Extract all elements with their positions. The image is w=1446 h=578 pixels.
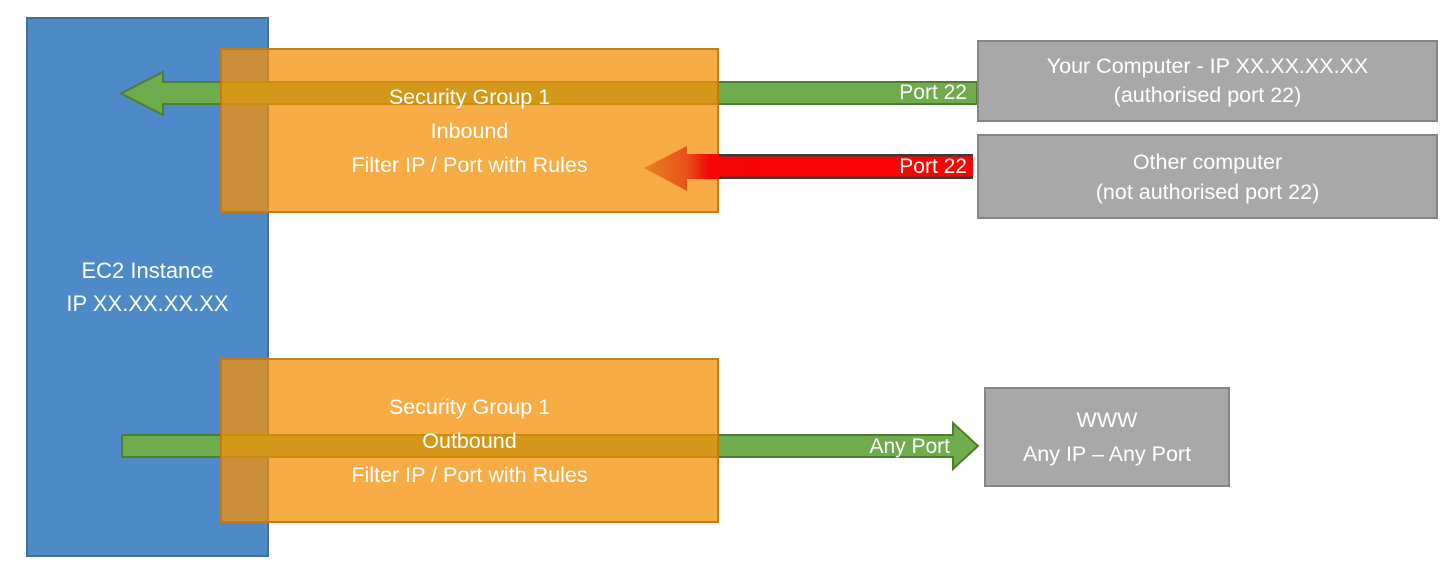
inbound-allowed-port-label: Port 22	[899, 80, 967, 104]
security-group-inbound-box: Security Group 1 Inbound Filter IP / Por…	[220, 48, 719, 213]
security-group-outbound-box: Security Group 1 Outbound Filter IP / Po…	[220, 358, 719, 523]
other-computer-subtitle: (not authorised port 22)	[1095, 179, 1320, 204]
www-box: WWW Any IP – Any Port	[984, 387, 1230, 487]
other-computer-title: Other computer	[1132, 149, 1283, 174]
sg-inbound-direction: Inbound	[430, 118, 509, 143]
red-bar-bottom-border	[719, 176, 973, 179]
inbound-blocked-arrow	[644, 146, 973, 191]
inbound-blocked-port-label: Port 22	[899, 154, 967, 178]
your-computer-subtitle: (authorised port 22)	[1113, 83, 1302, 107]
outbound-port-label: Any Port	[869, 434, 950, 458]
sg-inbound-description: Filter IP / Port with Rules	[351, 152, 588, 177]
sg-outbound-title: Security Group 1	[388, 394, 551, 419]
www-title: WWW	[1076, 408, 1138, 432]
sg-outbound-description: Filter IP / Port with Rules	[351, 462, 588, 487]
your-computer-box: Your Computer - IP XX.XX.XX.XX (authoris…	[977, 40, 1438, 122]
your-computer-title: Your Computer - IP XX.XX.XX.XX	[1046, 54, 1369, 78]
red-bar-top-border	[719, 154, 973, 157]
www-subtitle: Any IP – Any Port	[1022, 442, 1192, 466]
ec2-instance-name: EC2 Instance	[81, 258, 214, 283]
ec2-instance-ip: IP XX.XX.XX.XX	[66, 291, 229, 316]
red-arrow-shape	[644, 146, 973, 191]
sg-inbound-title: Security Group 1	[388, 84, 551, 109]
other-computer-box: Other computer (not authorised port 22)	[977, 134, 1438, 219]
sg-outbound-direction: Outbound	[422, 428, 517, 453]
